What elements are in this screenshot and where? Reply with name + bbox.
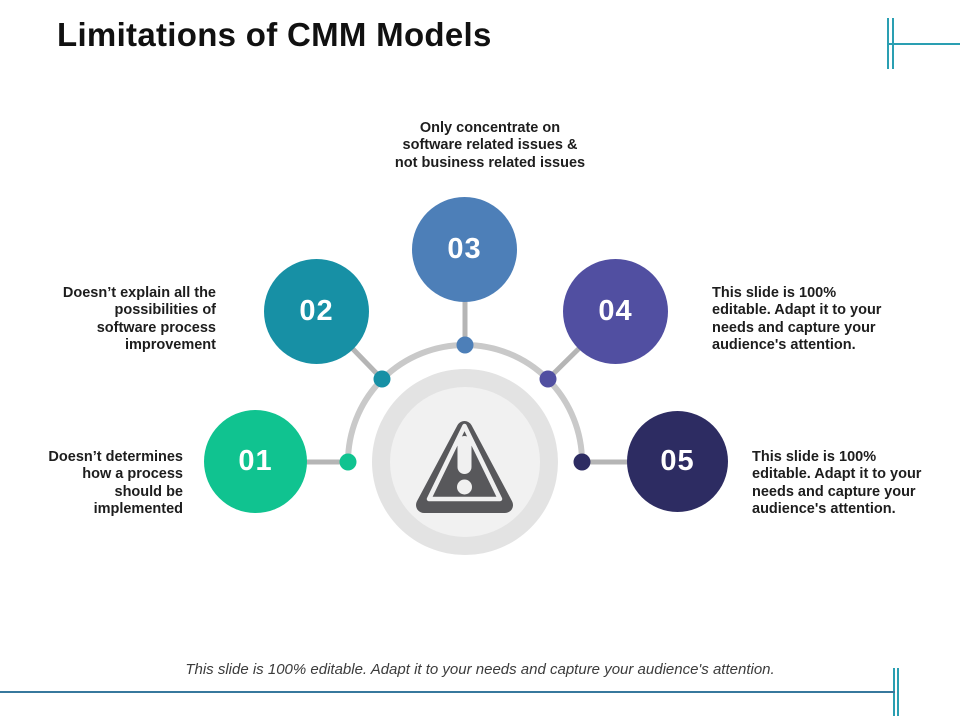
connector-dot-05 [573, 453, 591, 471]
warning-triangle-icon [416, 421, 513, 513]
top-right-accent-vertical-line-1 [887, 18, 889, 69]
step-label-02: Doesn’t explain all the possibilities of… [62, 285, 216, 354]
slide-title: Limitations of CMM Models [57, 16, 492, 53]
step-number-05: 05 [660, 445, 695, 477]
connector-dot-01 [339, 453, 357, 471]
connector-dot-03 [456, 336, 474, 354]
bottom-right-accent-vertical-line-2 [897, 668, 899, 716]
step-label-03: Only concentrate on software related iss… [394, 120, 586, 171]
step-label-04: This slide is 100% editable. Adapt it to… [712, 285, 882, 354]
step-circle-03: 03 [412, 197, 517, 302]
step-circle-01: 01 [204, 410, 307, 513]
exclamation-dot [457, 479, 472, 495]
connector-dot-04 [539, 370, 557, 388]
top-right-accent-horizontal-line [889, 43, 960, 45]
step-label-05: This slide is 100% editable. Adapt it to… [752, 449, 922, 518]
step-number-04: 04 [598, 295, 633, 327]
slide-footer-note: This slide is 100% editable. Adapt it to… [185, 661, 775, 678]
connector-dot-02 [373, 370, 391, 388]
step-number-02: 02 [299, 295, 334, 327]
step-circle-05: 05 [627, 411, 728, 512]
warning-triangle-inner-outline [426, 423, 503, 502]
step-circle-04: 04 [563, 259, 668, 364]
bottom-rule-horizontal-line [0, 691, 895, 693]
step-circle-02: 02 [264, 259, 369, 364]
step-number-03: 03 [447, 233, 482, 265]
step-number-01: 01 [238, 445, 273, 477]
step-label-01: Doesn’t determines how a process should … [48, 449, 183, 518]
